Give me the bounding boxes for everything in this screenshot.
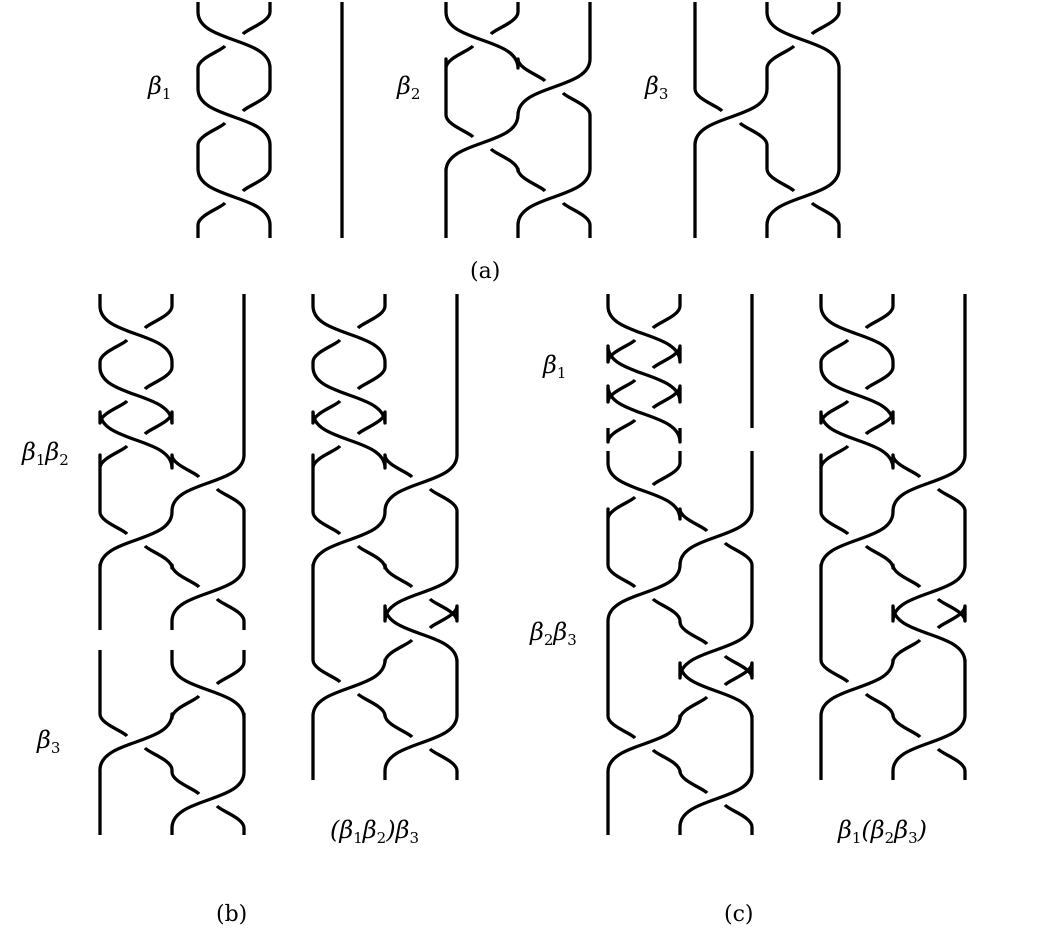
label-c-beta1: β1 xyxy=(543,353,566,381)
label-b-beta3: β3 xyxy=(37,728,60,756)
c-product-strand-2 xyxy=(864,294,895,330)
b-beta3-strand-1 xyxy=(98,650,129,738)
c-product-strand-1 xyxy=(819,399,922,479)
b-product-strand-2 xyxy=(356,294,387,330)
label-a-beta2: β2 xyxy=(397,74,420,102)
c-beta2beta3-strand-1 xyxy=(606,451,709,533)
a-beta1-strand-2 xyxy=(196,201,227,238)
c-product-strand-1 xyxy=(891,487,967,780)
c-product-strand-1 xyxy=(819,294,895,391)
c-product-strand-2 xyxy=(936,597,967,630)
label-b-beta1beta2-text: β1β2 xyxy=(22,438,69,469)
c-product-strand-3 xyxy=(936,747,967,780)
b-beta1beta2-strand-2 xyxy=(143,294,174,330)
c-beta2beta3-strand-2 xyxy=(606,695,709,835)
b-product-strand-2 xyxy=(311,444,342,536)
c-beta2beta3-strand-3 xyxy=(723,803,754,835)
b-beta1beta2-strand-2 xyxy=(143,544,201,589)
label-b-product-text: (β1β2)β3 xyxy=(330,816,420,847)
b-beta3-strand-2 xyxy=(170,650,246,835)
a-beta2-strand-3 xyxy=(444,2,592,238)
a-beta1-strand-2 xyxy=(241,2,272,36)
b-product-strand-2 xyxy=(356,544,414,589)
a-beta1-strand-2 xyxy=(196,44,272,193)
b-product-strand-1 xyxy=(311,399,414,479)
c-product-strand-2 xyxy=(864,544,922,589)
c-beta2beta3-strand-2 xyxy=(651,451,682,487)
a-beta2-strand-2 xyxy=(489,147,547,193)
b-beta3-strand-3 xyxy=(98,694,201,835)
b-product-strand-2 xyxy=(428,597,459,630)
b-product-strand-1 xyxy=(311,294,387,391)
c-product-strand-3 xyxy=(819,294,967,684)
a-beta3-strand-1 xyxy=(693,2,724,113)
a-beta2-strand-2 xyxy=(444,44,475,139)
label-b-beta1beta2: β1β2 xyxy=(22,440,69,468)
b-product-strand-3 xyxy=(311,294,459,684)
b-beta1beta2-strand-1 xyxy=(170,487,246,630)
c-beta2beta3-strand-1 xyxy=(678,541,754,835)
c-product-strand-2 xyxy=(819,638,922,780)
a-beta2-strand-2 xyxy=(561,201,592,238)
b-beta3-strand-1 xyxy=(143,746,201,796)
a-beta3-strand-1 xyxy=(810,201,841,238)
a-beta2-strand-1 xyxy=(516,91,592,238)
label-a-beta1: β1 xyxy=(148,74,171,102)
a-beta3-strand-3 xyxy=(693,44,796,238)
c-beta1-strand-1 xyxy=(606,294,682,370)
c-beta1-strand-2 xyxy=(606,338,682,410)
label-a-beta2-text: β2 xyxy=(397,72,421,103)
a-beta1-strand-1 xyxy=(196,121,272,238)
c-product-strand-2 xyxy=(819,444,850,536)
b-beta1beta2-strand-2 xyxy=(215,597,246,630)
c-product-strand-2 xyxy=(819,338,895,436)
b-product-strand-2 xyxy=(311,338,387,436)
a-beta2-strand-1 xyxy=(444,2,547,83)
label-c-beta2beta3-text: β2β3 xyxy=(530,618,577,649)
b-product-strand-1 xyxy=(383,487,459,780)
b-beta3-strand-3 xyxy=(215,650,246,686)
label-b-beta3-text: β3 xyxy=(37,726,61,757)
c-beta2beta3-strand-2 xyxy=(606,495,637,589)
a-beta3-strand-3 xyxy=(810,2,841,36)
label-b-product: (β1β2)β3 xyxy=(330,818,419,846)
caption-a: (a) xyxy=(470,259,501,284)
a-beta3-strand-1 xyxy=(738,121,796,193)
c-product-strand-3 xyxy=(864,692,922,739)
b-beta1beta2-strand-1 xyxy=(98,399,201,479)
c-beta1-strand-2 xyxy=(606,418,637,444)
label-c-beta2beta3: β2β3 xyxy=(530,620,577,648)
caption-c: (c) xyxy=(724,902,754,927)
b-beta1beta2-strand-3 xyxy=(98,294,246,630)
b-beta1beta2-strand-1 xyxy=(98,294,174,391)
label-c-beta1-text: β1 xyxy=(543,351,567,382)
b-beta1beta2-strand-2 xyxy=(98,338,174,436)
b-product-strand-3 xyxy=(356,692,414,739)
b-product-strand-3 xyxy=(428,747,459,780)
c-beta1-strand-2 xyxy=(651,294,682,330)
c-beta2beta3-strand-3 xyxy=(606,451,754,740)
caption-b: (b) xyxy=(216,902,248,927)
c-beta2beta3-strand-2 xyxy=(723,654,754,687)
label-a-beta3: β3 xyxy=(645,74,668,102)
a-beta1-strand-1 xyxy=(196,2,272,113)
label-a-beta3-text: β3 xyxy=(645,72,669,103)
c-beta2beta3-strand-3 xyxy=(651,748,709,795)
label-c-product: β1(β2β3) xyxy=(838,818,927,846)
label-c-product-text: β1(β2β3) xyxy=(838,816,928,847)
a-beta2-strand-2 xyxy=(489,2,520,36)
label-a-beta1-text: β1 xyxy=(148,72,172,103)
c-beta1-strand-1 xyxy=(606,378,682,444)
b-beta3-strand-1 xyxy=(215,804,246,835)
c-beta2beta3-strand-2 xyxy=(651,597,709,646)
b-product-strand-2 xyxy=(311,638,414,780)
b-beta1beta2-strand-2 xyxy=(98,444,129,536)
a-beta3-strand-2 xyxy=(765,2,841,238)
